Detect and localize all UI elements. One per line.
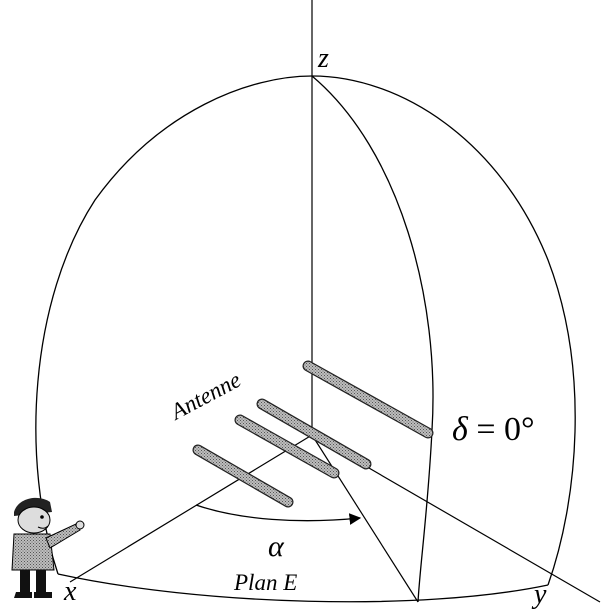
- alpha-label: α: [268, 530, 285, 563]
- antenna-array: [192, 360, 434, 508]
- observer-figure: [11, 497, 85, 598]
- antenna-label: Antenne: [165, 367, 245, 425]
- radial-direction-line: [311, 434, 419, 603]
- plane-label: Plan E: [233, 570, 297, 595]
- delta-value: = 0°: [476, 411, 534, 448]
- y-axis-label: y: [531, 579, 547, 610]
- e-plane-meridian: [311, 75, 434, 603]
- antenna-rod: [302, 360, 434, 439]
- z-axis-label: z: [317, 43, 329, 74]
- alpha-angle-arc: [195, 504, 362, 525]
- delta-symbol: δ: [452, 411, 469, 448]
- antenna-rod: [256, 398, 372, 470]
- ground-plane-arc: [57, 573, 549, 603]
- delta-label: δ = 0°: [452, 411, 535, 448]
- x-axis-label: x: [63, 576, 77, 607]
- antenna-rod: [192, 444, 294, 508]
- radiation-pattern-dome: [35, 75, 576, 586]
- antenna-rod: [234, 414, 340, 479]
- x-axis: [69, 434, 313, 583]
